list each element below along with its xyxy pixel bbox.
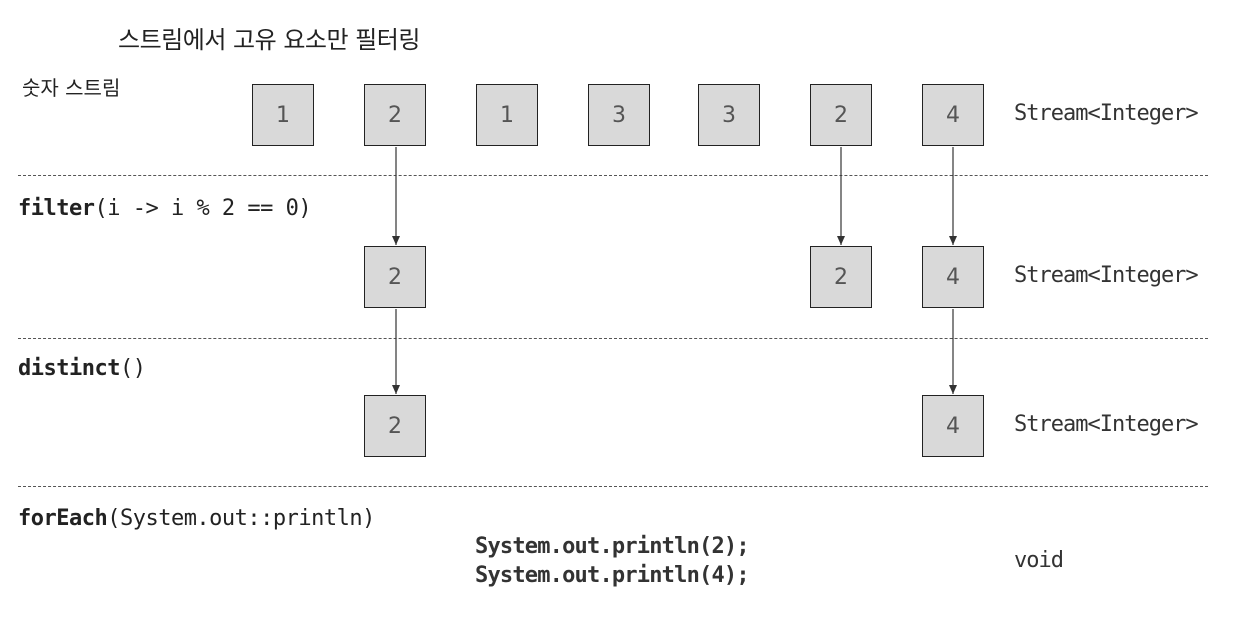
source-type-label: Stream<Integer>: [1014, 101, 1199, 126]
filter-fn-name: filter: [18, 196, 95, 221]
distinct-fn-name: distinct: [18, 356, 120, 381]
source-element-1: 1: [252, 84, 314, 146]
filter-element-1: 2: [364, 246, 426, 308]
source-element-4: 3: [588, 84, 650, 146]
print-output: System.out.println(2); System.out.printl…: [475, 532, 750, 590]
divider-2: [18, 338, 1208, 339]
filter-fn-args: (i -> i % 2 == 0): [94, 196, 312, 221]
diagram-title: 스트림에서 고유 요소만 필터링: [118, 26, 420, 54]
distinct-stage-label: distinct(): [18, 356, 146, 381]
distinct-element-2: 4: [922, 395, 984, 457]
source-element-7: 4: [922, 84, 984, 146]
foreach-type-label: void: [1014, 548, 1064, 573]
foreach-fn-name: forEach: [18, 506, 108, 531]
print-line-2: System.out.println(4);: [475, 563, 750, 588]
filter-element-3: 4: [922, 246, 984, 308]
filter-type-label: Stream<Integer>: [1014, 263, 1199, 288]
source-element-3: 1: [476, 84, 538, 146]
distinct-type-label: Stream<Integer>: [1014, 412, 1199, 437]
distinct-element-1: 2: [364, 395, 426, 457]
foreach-stage-label: forEach(System.out::println): [18, 506, 375, 531]
foreach-fn-args: (System.out::println): [107, 506, 375, 531]
divider-3: [18, 486, 1208, 487]
filter-element-2: 2: [810, 246, 872, 308]
distinct-fn-args: (): [119, 356, 146, 381]
filter-stage-label: filter(i -> i % 2 == 0): [18, 196, 312, 221]
source-stream-label: 숫자 스트림: [22, 76, 121, 100]
source-element-5: 3: [698, 84, 760, 146]
source-element-6: 2: [810, 84, 872, 146]
divider-1: [18, 175, 1208, 176]
source-element-2: 2: [364, 84, 426, 146]
print-line-1: System.out.println(2);: [475, 534, 750, 559]
